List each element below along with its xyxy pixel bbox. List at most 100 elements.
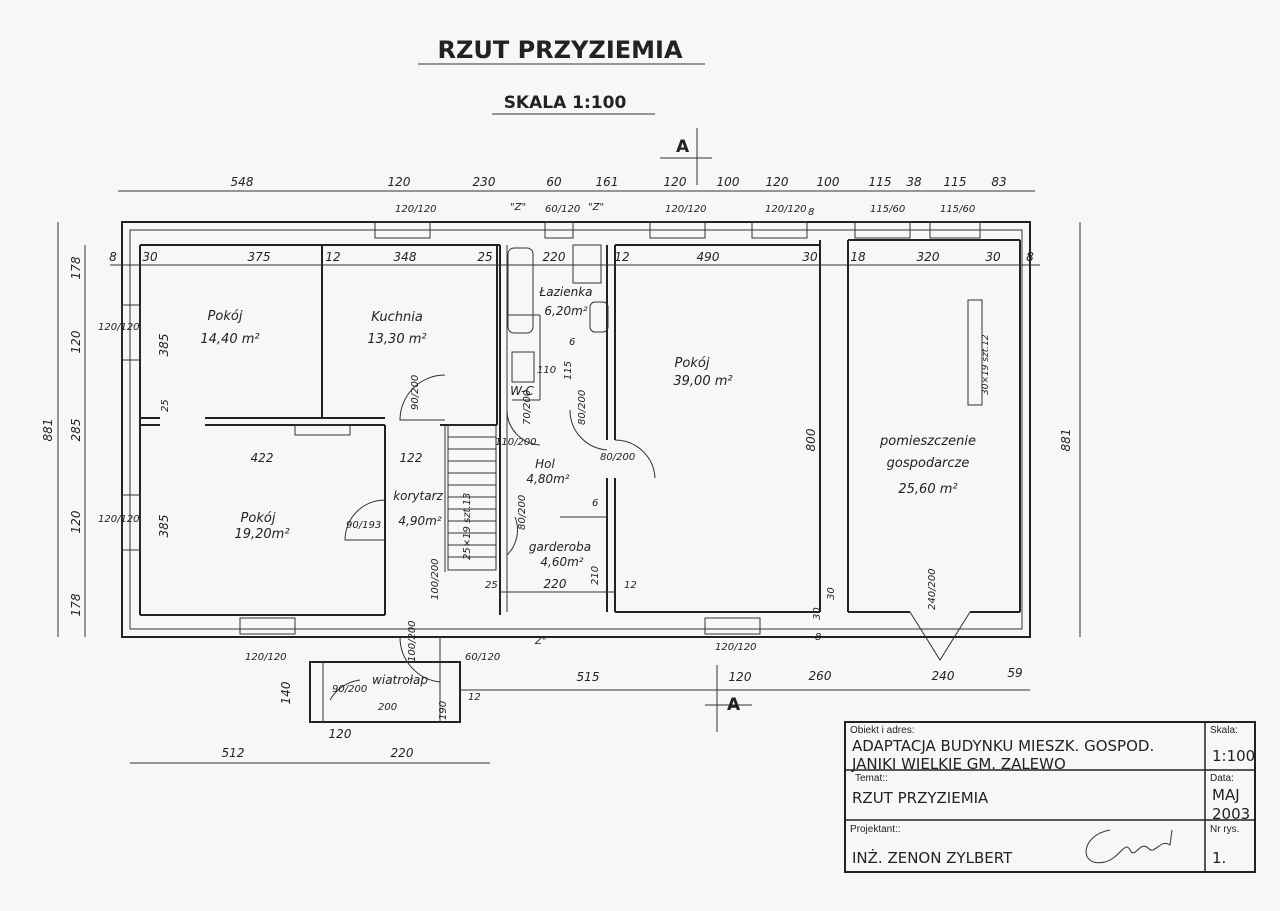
object-line1: ADAPTACJA BUDYNKU MIESZK. GOSPOD. [852,737,1154,755]
svg-text:220: 220 [391,746,414,760]
svg-text:140: 140 [279,681,293,704]
svg-text:90/193: 90/193 [346,520,381,531]
svg-text:115: 115 [563,361,574,380]
svg-text:80/200: 80/200 [600,452,635,463]
svg-text:515: 515 [577,670,600,684]
svg-text:190: 190 [438,701,449,720]
svg-text:25,60 m²: 25,60 m² [898,482,957,497]
drawing-title: RZUT PRZYZIEMIA [437,36,682,64]
room-korytarz: korytarz 4,90m² [393,489,443,528]
room-wiatrolap: wiatrołap [372,673,428,687]
svg-text:Pokój: Pokój [208,309,243,324]
room-wc: W-C [510,384,534,398]
door-swings [329,374,971,701]
svg-text:120/120: 120/120 [395,204,437,215]
svg-text:25: 25 [485,580,498,591]
svg-text:800: 800 [804,428,818,451]
drawing-scale: SKALA 1:100 [504,93,627,113]
svg-text:260: 260 [809,669,832,683]
stove-icon [572,244,602,284]
bottom-dimensions: 512 120 220 515 120 260 240 59 140 [222,666,1023,760]
svg-text:4,60m²: 4,60m² [540,555,583,569]
svg-text:285: 285 [69,419,83,442]
svg-text:12: 12 [624,580,637,591]
staircase [447,299,983,571]
svg-text:59: 59 [1007,666,1022,680]
svg-text:70/200: 70/200 [522,390,533,425]
svg-text:100/200: 100/200 [430,558,441,600]
inner-dimensions: 8 30 375 12 348 25 220 12 490 30 18 320 … [109,250,1034,264]
svg-text:30: 30 [985,250,1001,264]
svg-text:18: 18 [850,250,866,264]
svg-text:120/120: 120/120 [765,204,807,215]
svg-text:220: 220 [543,250,566,264]
svg-text:100: 100 [817,175,840,189]
walls [121,221,1031,723]
svg-text:110/200: 110/200 [495,437,537,448]
svg-text:120/120: 120/120 [665,204,707,215]
date-label: Data: [1210,773,1234,784]
object-line2: JANIKI WIELKIE GM. ZALEWO [851,755,1066,773]
svg-text:Pokój: Pokój [675,356,710,371]
designer-label: Projektant:: [850,824,901,835]
svg-text:385: 385 [157,515,171,538]
svg-text:100/200: 100/200 [407,620,418,662]
svg-text:Kuchnia: Kuchnia [371,310,423,325]
svg-text:881: 881 [41,419,55,442]
svg-text:8: 8 [815,632,821,643]
svg-text:120: 120 [329,727,352,741]
svg-text:38: 38 [906,175,922,189]
svg-text:12: 12 [325,250,340,264]
misc-dimensions: 120/120 60/120 120/120 120/120 115/60 11… [98,202,991,720]
svg-text:178: 178 [69,256,83,279]
svg-text:120: 120 [388,175,411,189]
svg-text:240/200: 240/200 [927,568,938,610]
svg-text:8: 8 [808,207,814,218]
topic-label: Temat:: [855,773,888,784]
svg-text:Hol: Hol [535,457,555,471]
svg-text:12: 12 [468,692,481,703]
svg-text:120/120: 120/120 [715,642,757,653]
svg-text:8: 8 [1026,250,1034,264]
room-hol: Hol 4,80m² [526,457,569,486]
date-year: 2003 [1212,805,1250,823]
svg-text:39,00 m²: 39,00 m² [673,374,732,389]
svg-text:120: 120 [69,510,83,533]
svg-text:60: 60 [546,175,562,189]
svg-text:garderoba: garderoba [529,540,591,554]
chimney-icon [294,424,351,436]
svg-text:90/200: 90/200 [410,375,421,410]
svg-text:122: 122 [400,451,423,465]
toilet-icon [511,351,535,383]
section-marker-bottom: A [705,665,752,732]
dimension-lines [57,190,1081,764]
svg-text:120: 120 [729,670,752,684]
svg-text:30: 30 [812,607,823,620]
svg-text:30: 30 [802,250,818,264]
svg-text:60/120: 60/120 [545,204,580,215]
svg-text:348: 348 [394,250,417,264]
room-pomieszczenie-gospodarcze: pomieszczenie gospodarcze 25,60 m² [879,434,976,497]
object-label: Obiekt i adres: [850,725,914,736]
svg-text:W-C: W-C [510,384,534,398]
svg-text:Z": Z" [534,636,546,647]
svg-text:385: 385 [157,334,171,357]
svg-text:490: 490 [697,250,720,264]
svg-text:30: 30 [142,250,158,264]
sheet-value: 1. [1212,849,1226,867]
svg-text:25: 25 [477,250,492,264]
sink-icon [589,301,609,333]
svg-text:13,30 m²: 13,30 m² [367,332,426,347]
svg-text:30×19 szt.12: 30×19 szt.12 [981,334,991,395]
svg-text:230: 230 [473,175,496,189]
designer-value: INŻ. ZENON ZYLBERT [852,848,1013,867]
svg-text:6,20m²: 6,20m² [544,304,587,318]
date-month: MAJ [1212,786,1240,804]
svg-text:pomieszczenie: pomieszczenie [879,434,976,449]
svg-text:200: 200 [378,702,397,713]
svg-text:120/120: 120/120 [245,652,287,663]
svg-text:19,20m²: 19,20m² [234,527,289,542]
svg-text:120: 120 [69,330,83,353]
scale-value: 1:100 [1212,747,1255,765]
